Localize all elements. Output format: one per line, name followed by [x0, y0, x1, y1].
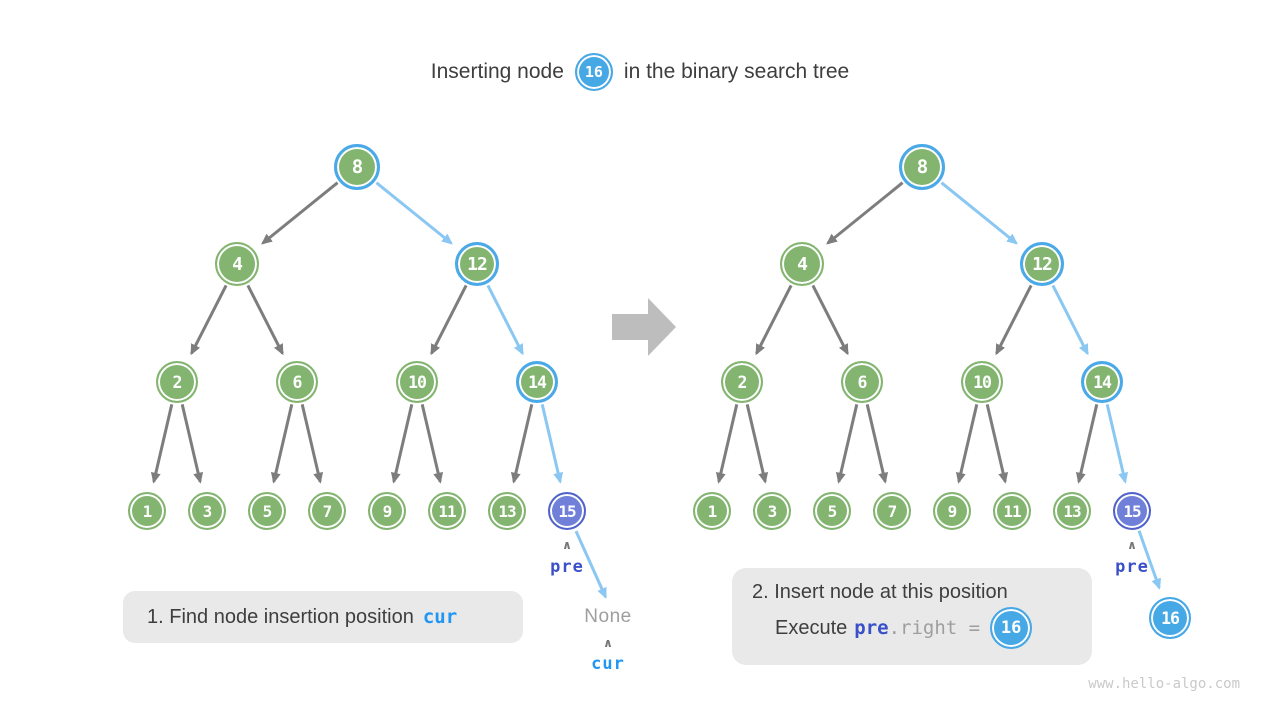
- caption-step1-cur-code: cur: [422, 606, 458, 628]
- caption-step2-execute: Execute: [775, 616, 848, 639]
- tree-node-13: 13: [488, 492, 526, 530]
- tree-node-6: 6: [841, 361, 883, 403]
- watermark: www.hello-algo.com: [1088, 676, 1240, 692]
- tree-node-14: 14: [1081, 361, 1123, 403]
- tree-edge: [246, 284, 284, 356]
- tree-edge: [150, 404, 174, 484]
- caption-step2-line2: Execute pre .right = 16: [752, 607, 1072, 649]
- tree-node-12: 12: [455, 242, 499, 286]
- caption-step2-accessor-code: .right =: [888, 617, 981, 639]
- pre-label: pre: [1115, 557, 1149, 577]
- tree-edge: [1137, 530, 1161, 590]
- none-label: None: [584, 606, 632, 627]
- tree-node-5: 5: [248, 492, 286, 530]
- tree-node-11: 11: [993, 492, 1031, 530]
- tree-edge: [1105, 404, 1129, 484]
- pre-label: pre: [550, 557, 584, 577]
- tree-edge: [270, 404, 294, 484]
- tree-edge: [420, 404, 444, 484]
- tree-edge: [430, 284, 468, 356]
- tree-edge: [745, 404, 769, 484]
- tree-node-15: 15: [548, 492, 586, 530]
- tree-edge: [985, 404, 1009, 484]
- caption-step1-text: 1. Find node insertion position: [147, 605, 414, 628]
- tree-edge: [865, 404, 889, 484]
- tree-edge: [190, 284, 228, 356]
- diagram-title: Inserting node 16 in the binary search t…: [0, 53, 1280, 91]
- tree-edge: [390, 404, 414, 484]
- tree-node-6: 6: [276, 361, 318, 403]
- caret-marker: ∧: [603, 636, 613, 650]
- caption-step2: 2. Insert node at this position Execute …: [732, 568, 1092, 665]
- transition-arrow-icon: [612, 298, 676, 356]
- tree-edge: [510, 404, 534, 484]
- tree-node-2: 2: [156, 361, 198, 403]
- tree-edge: [261, 181, 339, 245]
- tree-edge: [540, 404, 564, 484]
- title-text-after: in the binary search tree: [623, 60, 850, 83]
- tree-edge: [955, 404, 979, 484]
- tree-node-10: 10: [396, 361, 438, 403]
- tree-edge: [755, 284, 793, 356]
- tree-edge: [486, 284, 524, 356]
- caption-step1: 1. Find node insertion position cur: [123, 591, 523, 643]
- title-node-16: 16: [574, 53, 613, 91]
- caret-marker: ∧: [1127, 538, 1137, 552]
- tree-node-3: 3: [188, 492, 226, 530]
- tree-node-9: 9: [368, 492, 406, 530]
- tree-node-8: 8: [334, 144, 380, 190]
- tree-edge: [1051, 284, 1089, 356]
- tree-node-2: 2: [721, 361, 763, 403]
- tree-node-3: 3: [753, 492, 791, 530]
- tree-node-1: 1: [693, 492, 731, 530]
- tree-node-10: 10: [961, 361, 1003, 403]
- tree-node-4: 4: [215, 242, 259, 286]
- tree-node-11: 11: [428, 492, 466, 530]
- caption-step2-pre-code: pre: [854, 617, 889, 639]
- tree-edge: [811, 284, 849, 356]
- tree-edge: [826, 181, 904, 245]
- tree-edge: [995, 284, 1033, 356]
- caption-step2-line1: 2. Insert node at this position: [752, 581, 1008, 603]
- tree-edge: [574, 530, 607, 599]
- tree-edge: [940, 181, 1018, 245]
- tree-edge: [835, 404, 859, 484]
- tree-node-7: 7: [308, 492, 346, 530]
- cur-label: cur: [591, 654, 625, 674]
- caption-node-16: 16: [990, 607, 1033, 649]
- tree-node-7: 7: [873, 492, 911, 530]
- tree-node-5: 5: [813, 492, 851, 530]
- tree-edge: [300, 404, 324, 484]
- tree-node-12: 12: [1020, 242, 1064, 286]
- tree-node-15: 15: [1113, 492, 1151, 530]
- tree-node-16: 16: [1149, 597, 1191, 639]
- tree-node-9: 9: [933, 492, 971, 530]
- title-text-before: Inserting node: [430, 60, 564, 83]
- caret-marker: ∧: [562, 538, 572, 552]
- tree-edge: [1075, 404, 1099, 484]
- tree-edge: [180, 404, 204, 484]
- tree-node-13: 13: [1053, 492, 1091, 530]
- tree-edge: [375, 181, 453, 245]
- tree-node-1: 1: [128, 492, 166, 530]
- tree-node-8: 8: [899, 144, 945, 190]
- tree-node-14: 14: [516, 361, 558, 403]
- tree-edge: [715, 404, 739, 484]
- tree-node-4: 4: [780, 242, 824, 286]
